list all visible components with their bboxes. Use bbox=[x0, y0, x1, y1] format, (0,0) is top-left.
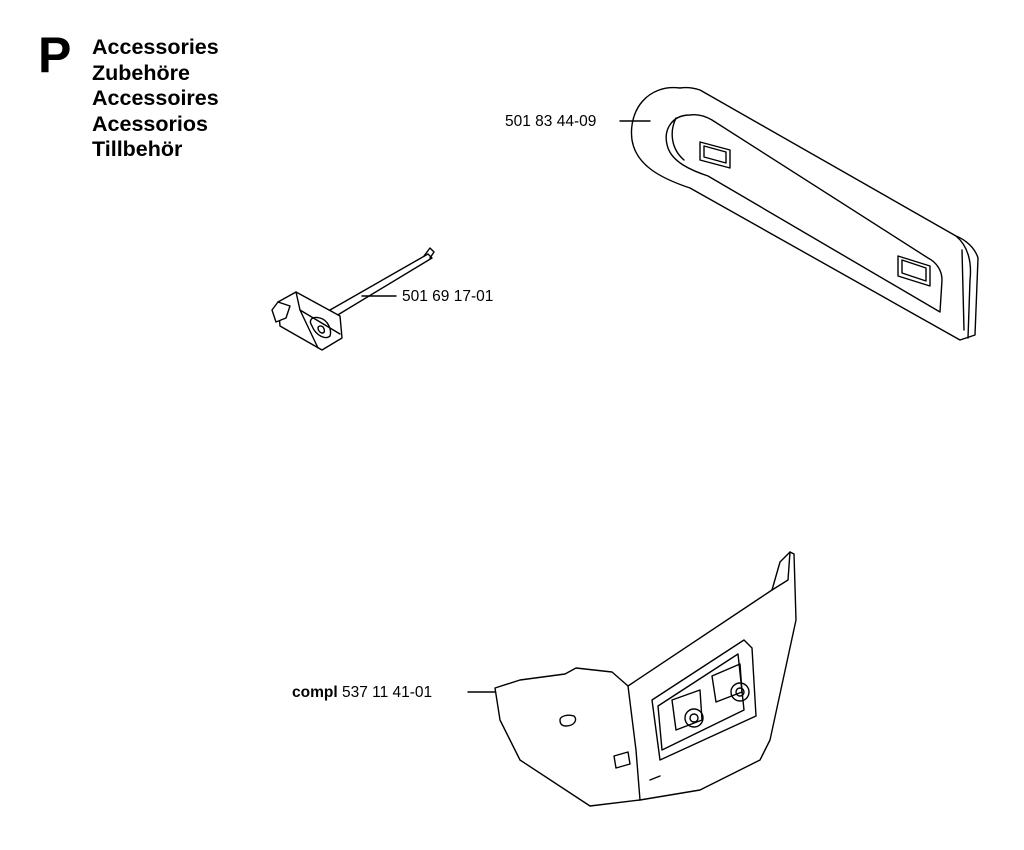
title-spanish: Acessorios bbox=[92, 111, 208, 136]
part-number-chain-guard: compl 537 11 41-01 bbox=[292, 685, 432, 701]
title-english: Accessories bbox=[92, 35, 219, 59]
part-number-bar-cover: 501 83 44-09 bbox=[505, 114, 596, 130]
part-prefix: compl bbox=[292, 684, 338, 701]
bar-cover-drawing bbox=[630, 86, 979, 341]
title-french: Accessoires bbox=[92, 86, 219, 110]
part-number: 537 11 41-01 bbox=[341, 684, 433, 701]
section-titles: Accessories Zubehöre Accessoires Acessor… bbox=[92, 35, 219, 163]
part-number: 501 69 17-01 bbox=[402, 288, 494, 305]
section-letter: P bbox=[38, 27, 72, 83]
title-swedish: Tillbehör bbox=[92, 137, 183, 161]
part-number-combination-wrench: 501 69 17-01 bbox=[402, 289, 493, 305]
chain-guard-drawing bbox=[494, 551, 797, 807]
part-number: 501 83 44-09 bbox=[505, 113, 597, 130]
combination-wrench-drawing bbox=[271, 247, 435, 351]
title-german: Zubehöre bbox=[92, 60, 190, 85]
